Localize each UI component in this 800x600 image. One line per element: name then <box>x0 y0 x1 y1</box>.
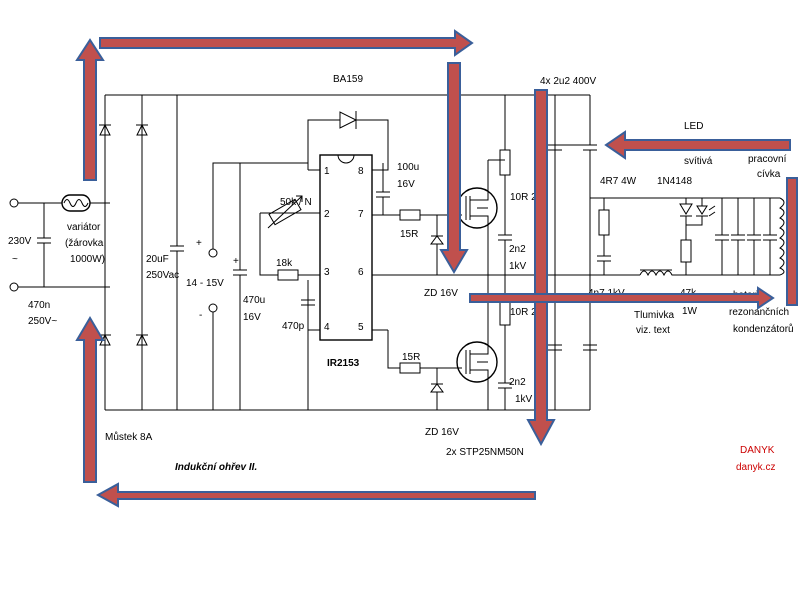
arrow-top-right <box>99 29 474 57</box>
label-ba159: BA159 <box>333 74 363 85</box>
label-supply: 14 - 15V <box>186 278 224 289</box>
label-10r-lower: 10R 2W <box>510 307 547 318</box>
pin-8: 8 <box>358 166 364 177</box>
label-coil: pracovní <box>748 154 787 165</box>
pin-3: 3 <box>324 267 330 278</box>
rc-4r7-4n7: 4R7 4W 4n7 1kV <box>588 176 637 299</box>
arrow-left-up-top <box>75 38 105 181</box>
label-230v: 230V <box>8 236 32 247</box>
capacitor-bank: 4x 2u2 400V <box>540 76 780 410</box>
label-bat-3: kondenzátorů <box>733 323 794 335</box>
choke: Tlumivka viz. text <box>634 269 780 336</box>
label-1n4148: 1N4148 <box>657 176 692 187</box>
label-ac: ~ <box>12 254 18 265</box>
arrow-caps-down <box>526 89 556 447</box>
terminal-supply-minus <box>208 303 218 313</box>
pin-4: 4 <box>324 322 330 333</box>
label-cap-bank: 4x 2u2 400V <box>540 76 596 87</box>
label-470u: 470u <box>243 295 265 306</box>
label-10r-upper: 10R 2W <box>510 192 547 203</box>
label-20uf: 20uF <box>146 254 169 265</box>
label-bridge: Můstek 8A <box>105 431 153 443</box>
resistor-18k: 18k <box>276 258 299 281</box>
gate-lower: 15R ZD 16V <box>387 330 462 438</box>
label-choke-2: viz. text <box>636 325 670 336</box>
mosfet-upper <box>456 159 505 275</box>
terminal-supply-plus <box>208 248 218 258</box>
label-variator: variátor <box>67 222 101 233</box>
resistor-15r-lower <box>399 362 421 374</box>
pin-7: 7 <box>358 209 364 220</box>
pin-5: 5 <box>358 322 364 333</box>
label-2n2-lower-voltage: 1kV <box>515 394 533 405</box>
label-100u: 100u <box>397 162 419 173</box>
author-name: DANYK <box>740 445 775 456</box>
label-2n2-lower: 2n2 <box>509 377 526 388</box>
work-coil: pracovní cívka <box>748 154 787 276</box>
diode-ba159: BA159 <box>307 74 389 163</box>
label-pot: 50k / N <box>280 197 312 208</box>
snubber-lower: 10R 2W 2n2 1kV <box>498 275 547 410</box>
arrow-led-left <box>604 130 791 160</box>
label-4r7: 4R7 4W <box>600 176 637 187</box>
label-variator-3: 1000W) <box>70 254 105 265</box>
arrow-right-edge <box>786 177 798 306</box>
mosfet-lower <box>456 275 498 410</box>
snubber-upper: 10R 2W 2n2 1kV <box>498 95 547 275</box>
resistor-15r-upper <box>399 209 421 221</box>
pin-1: 1 <box>324 166 330 177</box>
label-ic: IR2153 <box>327 358 360 369</box>
arrow-middle-right <box>469 286 775 310</box>
overlay-arrows <box>75 29 798 508</box>
label-bat-2: rezonančních <box>729 307 789 318</box>
potentiometer-50k: 50k / N <box>267 195 312 229</box>
pin-6: 6 <box>358 267 364 278</box>
ac-input: 230V ~ variátor (žárovka 1000W) 470n 250… <box>8 194 110 327</box>
capacitor-20uf: 20uF 250Vac <box>146 95 184 410</box>
label-20uf-voltage: 250Vac <box>146 270 179 281</box>
variator-lamp <box>61 194 91 212</box>
pin-2: 2 <box>324 209 330 220</box>
label-47k-power: 1W <box>682 306 698 317</box>
label-choke: Tlumivka <box>634 310 674 321</box>
label-15r-upper: 15R <box>400 229 418 240</box>
label-led-2: svítivá <box>684 156 713 167</box>
label-zd-lower: ZD 16V <box>425 427 459 438</box>
label-supply-minus: - <box>199 310 202 321</box>
label-variator-2: (žárovka <box>65 238 104 249</box>
terminal-ac-top <box>9 198 19 208</box>
ic-ir2153: 1 2 3 4 8 7 6 5 IR2153 <box>259 154 555 369</box>
arrow-bottom-left <box>95 482 536 508</box>
ic-body <box>319 154 373 341</box>
label-470u-voltage: 16V <box>243 312 261 323</box>
capacitor-100u: 100u 16V <box>372 162 419 216</box>
label-100u-voltage: 16V <box>397 179 415 190</box>
label-470u-plus: + <box>233 256 239 267</box>
label-mosfets: 2x STP25NM50N <box>446 447 524 458</box>
author-site: danyk.cz <box>736 462 775 473</box>
label-470n-voltage: 250V~ <box>28 316 57 327</box>
diagram-title: Indukční ohřev II. <box>175 462 257 473</box>
arrow-center-down <box>439 62 469 274</box>
label-470p: 470p <box>282 321 305 332</box>
label-470n: 470n <box>28 300 50 311</box>
label-15r-lower: 15R <box>402 352 420 363</box>
bridge-rectifier: Můstek 8A <box>99 94 590 443</box>
label-18k: 18k <box>276 258 293 269</box>
capacitor-470p: 470p <box>282 280 315 410</box>
label-2n2-upper: 2n2 <box>509 244 526 255</box>
label-led: LED <box>684 121 703 132</box>
label-zd-upper: ZD 16V <box>424 288 458 299</box>
arrow-left-up-bottom <box>75 316 105 483</box>
label-supply-plus: + <box>196 238 202 249</box>
label-2n2-upper-voltage: 1kV <box>509 261 527 272</box>
aux-supply: + - 14 - 15V + 470u 16V <box>186 162 308 410</box>
label-coil-2: cívka <box>757 169 781 180</box>
terminal-ac-bottom <box>9 282 19 292</box>
